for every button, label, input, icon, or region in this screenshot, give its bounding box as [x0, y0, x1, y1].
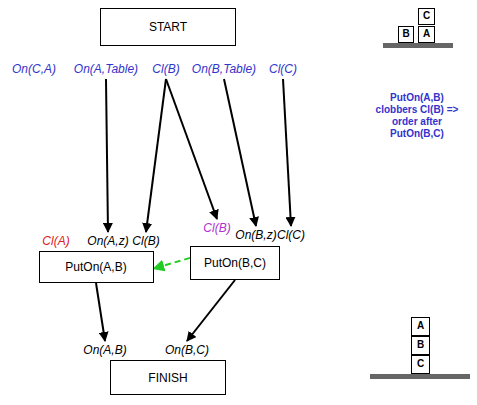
- block-letter: C: [417, 358, 424, 370]
- condition-label: Cl(C): [277, 228, 305, 242]
- condition-label: On(A,z): [87, 234, 128, 248]
- node-text: PutOn(A,B): [65, 260, 126, 274]
- block: [419, 9, 435, 25]
- action-box: PutOn(A,B): [39, 251, 154, 283]
- terminal-box: START: [100, 8, 236, 46]
- condition-label: On(C,A): [12, 62, 56, 76]
- condition-label: Cl(B): [152, 62, 179, 76]
- condition-label: Cl(A): [42, 234, 69, 248]
- causal-link: [146, 79, 166, 232]
- causal-link: [106, 79, 108, 232]
- causal-link: [166, 79, 217, 219]
- node-text: START: [149, 20, 187, 34]
- condition-label: Cl(B): [203, 221, 230, 235]
- action-box: PutOn(B,C): [190, 246, 280, 280]
- node-text: FINISH: [148, 371, 187, 385]
- table: [370, 374, 470, 379]
- causal-link: [283, 79, 291, 226]
- block: [412, 356, 430, 374]
- block-letter: B: [402, 28, 409, 40]
- block-letter: A: [417, 320, 424, 332]
- block-letter: B: [417, 339, 424, 351]
- condition-label: On(B,C): [165, 343, 209, 357]
- block: [419, 27, 435, 43]
- condition-label: Cl(B): [132, 234, 159, 248]
- block: [412, 318, 430, 336]
- block-letter: A: [423, 28, 430, 40]
- note: PutOn(A,B) clobbers Cl(B) => order after…: [375, 92, 459, 140]
- condition-label: On(B,Table): [192, 62, 256, 76]
- node-text: PutOn(B,C): [204, 256, 266, 270]
- block-letter: C: [423, 10, 430, 22]
- causal-link: [224, 79, 256, 226]
- ordering-arrow: [154, 258, 191, 269]
- condition-label: On(A,B): [83, 343, 126, 357]
- block: [399, 27, 414, 43]
- causal-link: [187, 280, 235, 341]
- condition-label: On(A,Table): [74, 62, 138, 76]
- terminal-box: FINISH: [110, 360, 226, 395]
- table: [383, 43, 453, 48]
- block: [412, 337, 430, 355]
- causal-link: [96, 283, 105, 341]
- condition-label: Cl(C): [269, 62, 297, 76]
- condition-label: On(B,z): [235, 228, 276, 242]
